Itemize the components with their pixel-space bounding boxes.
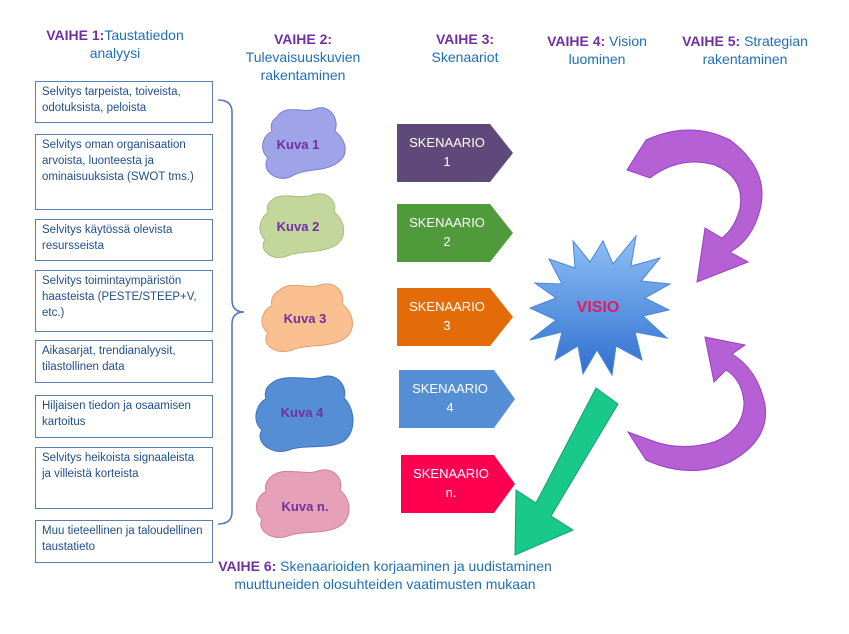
analysis-item-tacit: Hiljaisen tiedon ja osaamisen kartoitus xyxy=(35,395,213,438)
phase-1-header: VAIHE 1:Taustatiedon analyysi xyxy=(30,26,200,62)
analysis-item-environment: Selvitys toimintaympäristön haasteista (… xyxy=(35,270,213,332)
scenario-number-n: n. xyxy=(446,485,457,500)
phase-3-header: VAIHE 3: Skenaariot xyxy=(410,30,520,66)
scenario-arrow-3 xyxy=(397,288,513,346)
phase-5-title: Strategian rakentaminen xyxy=(702,33,808,67)
image-shape-2 xyxy=(259,193,345,258)
phase-2-header: VAIHE 2: Tulevaisuuskuvien rakentaminen xyxy=(228,30,378,84)
phase-1-number: VAIHE 1: xyxy=(46,27,105,43)
scenario-number-1: 1 xyxy=(443,154,450,169)
phase-4-number: VAIHE 4: xyxy=(547,33,606,49)
scenario-number-3: 3 xyxy=(443,318,450,333)
image-label-2: Kuva 2 xyxy=(277,219,320,234)
feedback-arrow xyxy=(514,387,619,556)
scenario-number-2: 2 xyxy=(443,234,450,249)
phase-6-title: Skenaarioiden korjaaminen ja uudistamine… xyxy=(234,558,552,592)
phase-6-number: VAIHE 6: xyxy=(218,558,277,574)
image-shape-4 xyxy=(255,375,354,452)
analysis-item-signals: Selvitys heikoista signaaleista ja ville… xyxy=(35,447,213,509)
scenario-label-3: SKENAARIO xyxy=(409,299,485,314)
phase-1-title: Taustatiedon analyysi xyxy=(89,27,184,61)
image-label-5: Kuva n. xyxy=(282,499,329,514)
phase-2-title: Tulevaisuuskuvien rakentaminen xyxy=(245,49,361,83)
analysis-item-values: Selvitys oman organisaation arvoista, lu… xyxy=(35,134,213,210)
phase-5-header: VAIHE 5: Strategian rakentaminen xyxy=(670,32,820,68)
image-shape-3 xyxy=(261,283,353,352)
scenario-arrow-1 xyxy=(397,124,513,182)
scenario-label-1: SKENAARIO xyxy=(409,135,485,150)
image-shape-5 xyxy=(255,469,350,538)
strategy-curved-arrow-top xyxy=(626,129,763,283)
scenario-label-n: SKENAARIO xyxy=(413,466,489,481)
scenario-number-4: 4 xyxy=(446,400,453,415)
image-label-1: Kuva 1 xyxy=(277,137,320,152)
image-shape-1 xyxy=(262,107,346,179)
phase-3-title: Skenaariot xyxy=(431,49,499,65)
phase-6-footer: VAIHE 6: Skenaarioiden korjaaminen ja uu… xyxy=(215,557,555,593)
scenario-label-4: SKENAARIO xyxy=(412,381,488,396)
analysis-item-needs: Selvitys tarpeista, toiveista, odotuksis… xyxy=(35,81,213,123)
analysis-item-timeseries: Aikasarjat, trendianalyysit, tilastollin… xyxy=(35,340,213,383)
image-label-4: Kuva 4 xyxy=(281,405,324,420)
analysis-item-other: Muu tieteellinen ja taloudellinen tausta… xyxy=(35,520,213,563)
phase-2-number: VAIHE 2: xyxy=(273,31,333,47)
phase-5-number: VAIHE 5: xyxy=(682,33,741,49)
vision-label: VISIO xyxy=(577,299,620,316)
image-label-3: Kuva 3 xyxy=(284,311,327,326)
scenario-arrow-n xyxy=(401,455,515,513)
phase-3-number: VAIHE 3: xyxy=(435,31,495,47)
scenario-arrow-2 xyxy=(397,204,513,262)
scenario-arrow-4 xyxy=(399,370,515,428)
phase-4-title: Vision luominen xyxy=(568,33,647,67)
phase-4-header: VAIHE 4: Vision luominen xyxy=(538,32,656,68)
scenario-label-2: SKENAARIO xyxy=(409,215,485,230)
strategy-curved-arrow-bottom xyxy=(626,336,767,471)
analysis-item-resources: Selvitys käytössä olevista resursseista xyxy=(35,219,213,261)
vision-starburst xyxy=(528,234,672,377)
analysis-brace xyxy=(217,99,245,525)
